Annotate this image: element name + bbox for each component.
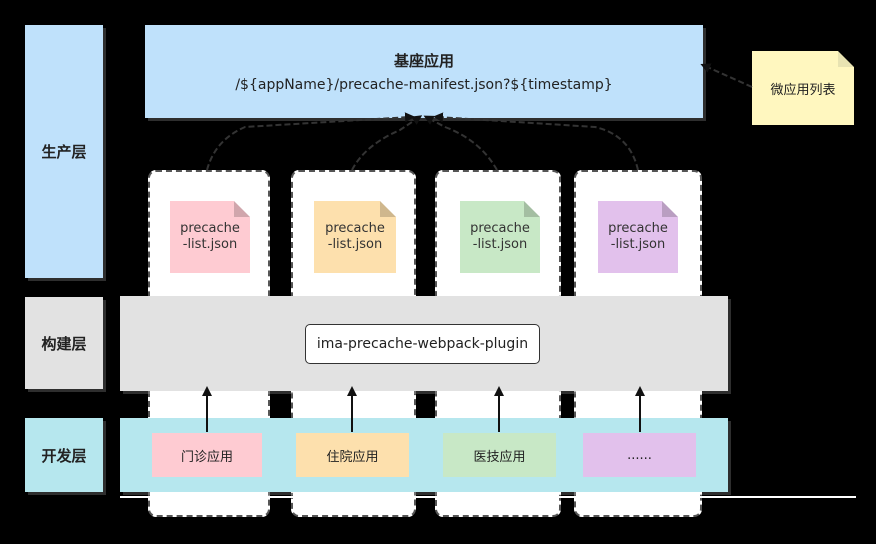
micro-list-connector bbox=[700, 63, 753, 88]
precache-list-doc-3: precache -list.json bbox=[460, 201, 540, 273]
precache-connector-3 bbox=[423, 115, 498, 171]
base-app-title: 基座应用 bbox=[393, 52, 454, 70]
precache-connector-1 bbox=[206, 112, 415, 171]
app-box-inpatient: 住院应用 bbox=[296, 433, 409, 477]
webpack-plugin-box: ima-precache-webpack-plugin bbox=[305, 324, 540, 364]
layer-label-build: 构建层 bbox=[25, 297, 103, 389]
precache-list-doc-2: precache -list.json bbox=[314, 201, 396, 273]
layer-label-production: 生产层 bbox=[25, 25, 103, 278]
base-app-manifest-path: /${appName}/precache-manifest.json?${tim… bbox=[235, 77, 613, 93]
app-box-outpatient: 门诊应用 bbox=[152, 433, 262, 477]
micro-app-list-label: 微应用列表 bbox=[770, 82, 836, 98]
precache-connector-2 bbox=[351, 115, 423, 171]
base-app-box: 基座应用 /${appName}/precache-manifest.json?… bbox=[145, 25, 703, 118]
micro-app-list-note: 微应用列表 bbox=[752, 51, 854, 125]
precache-connector-4 bbox=[433, 112, 639, 171]
layer-label-dev: 开发层 bbox=[25, 418, 103, 492]
app-box-more: ...... bbox=[583, 433, 696, 477]
precache-list-doc-4: precache -list.json bbox=[598, 201, 678, 273]
app-box-medtech: 医技应用 bbox=[443, 433, 556, 477]
precache-list-doc-1: precache -list.json bbox=[170, 201, 250, 273]
